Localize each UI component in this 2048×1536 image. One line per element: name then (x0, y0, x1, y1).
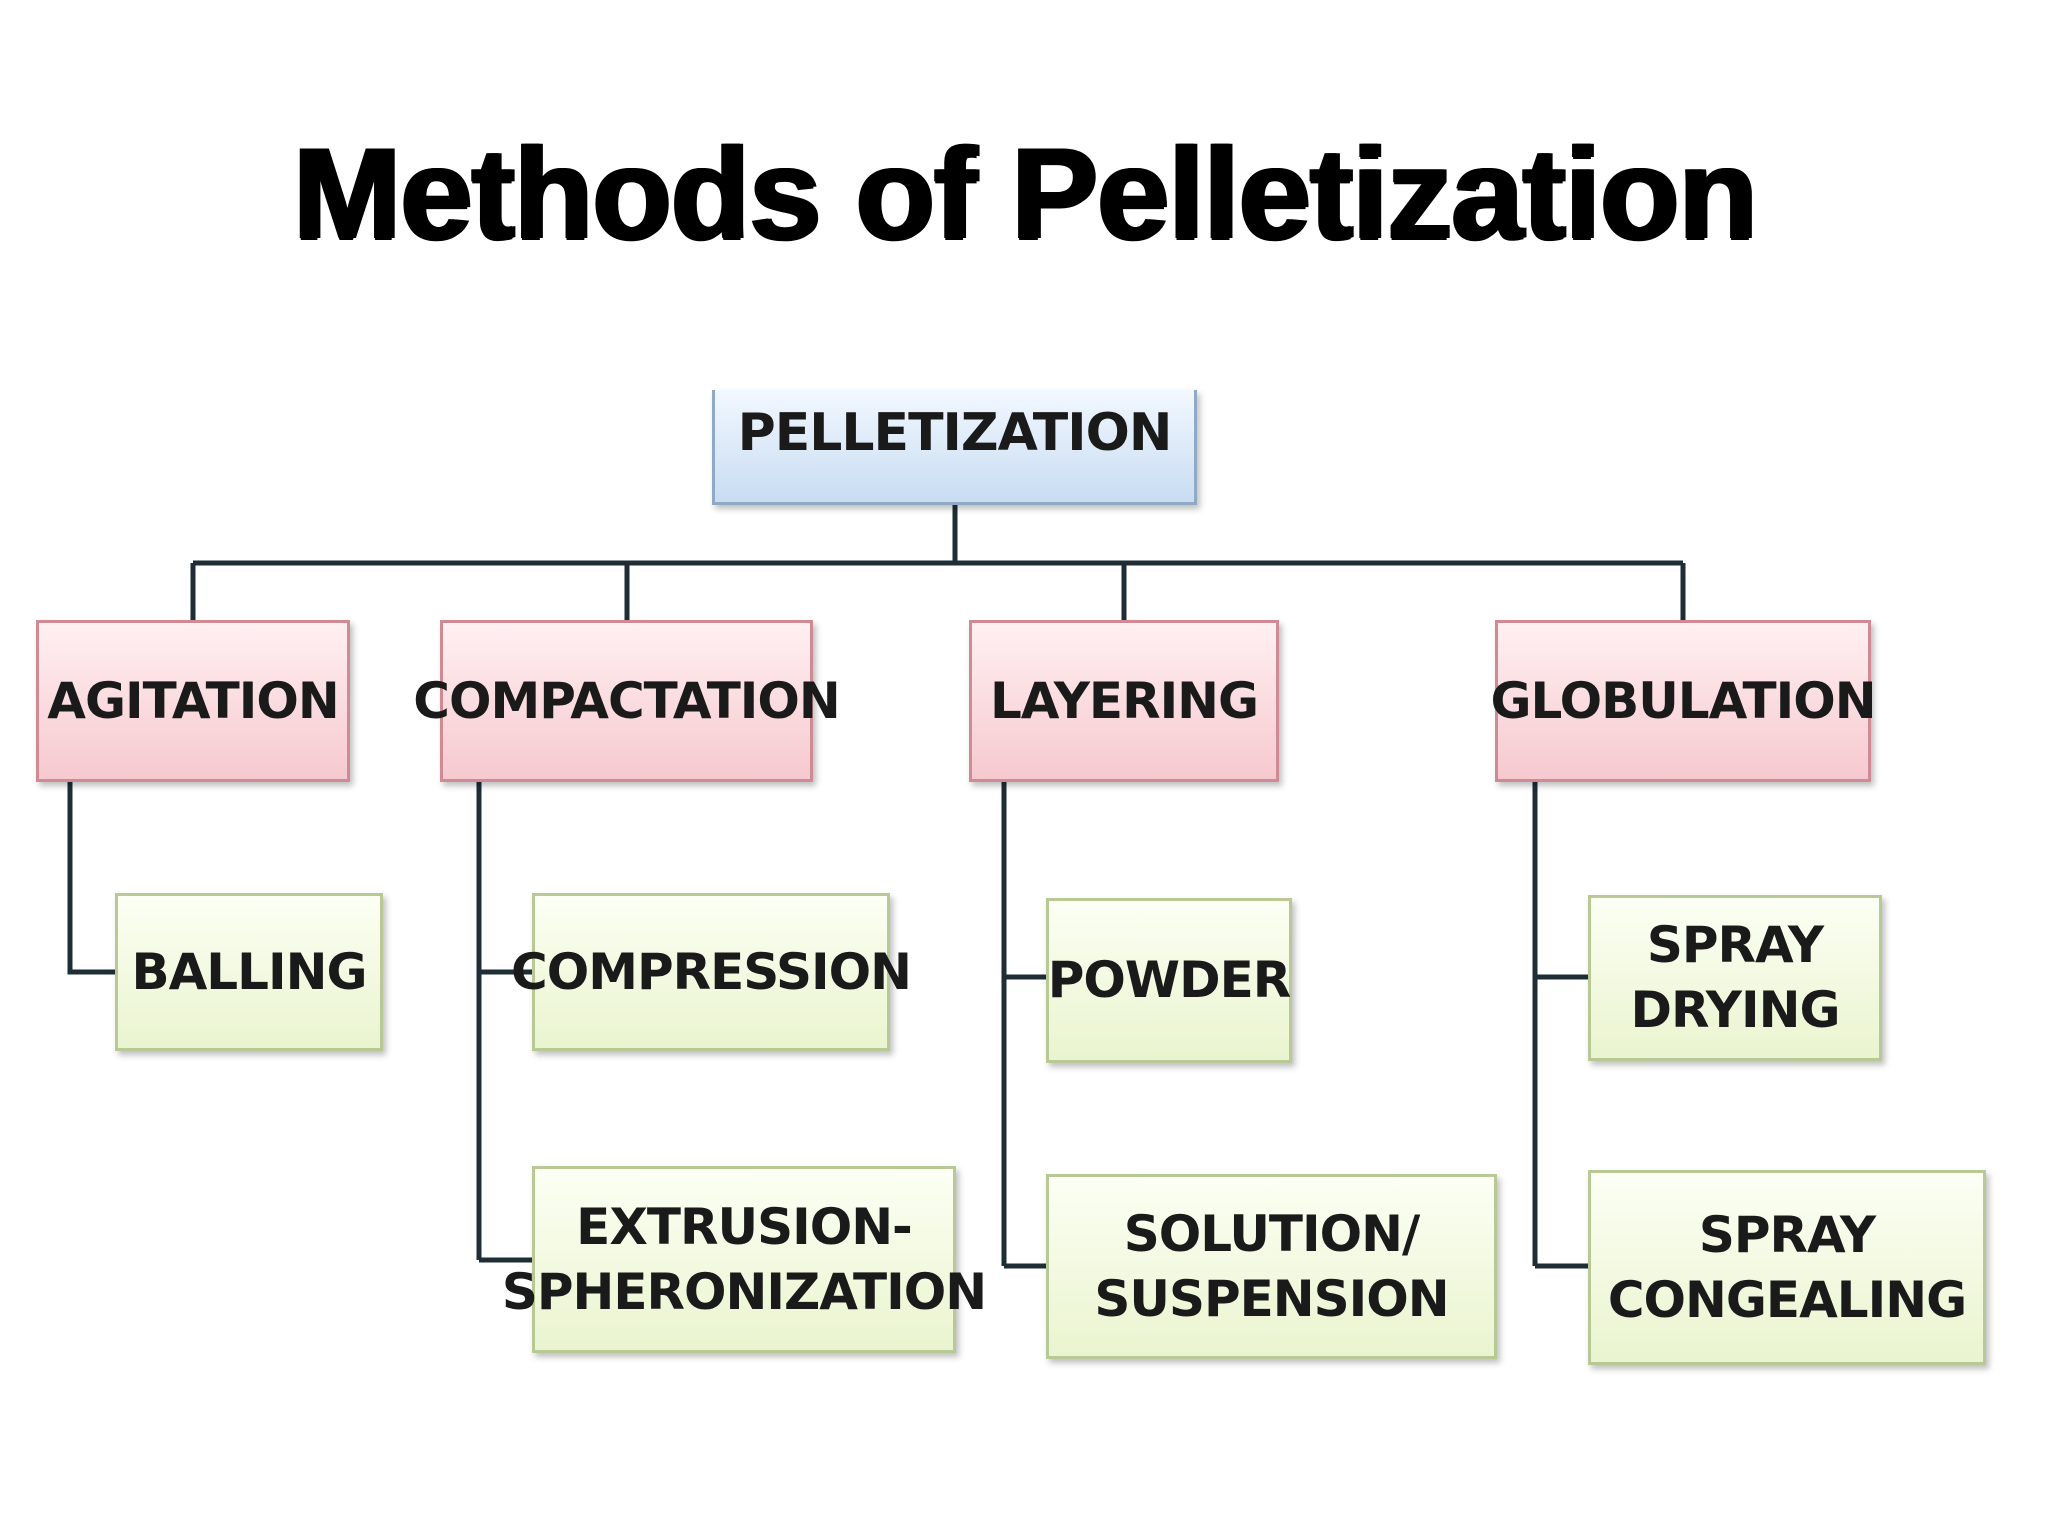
leaf-node-powder: POWDER (1046, 898, 1292, 1063)
category-node-layering: LAYERING (969, 620, 1279, 782)
page-title: Methods of Pelletization (292, 120, 1757, 266)
leaf-node-spray-drying: SPRAY DRYING (1588, 895, 1882, 1061)
leaf-node-solution-suspension: SOLUTION/ SUSPENSION (1046, 1174, 1497, 1359)
leaf-node-spray-congealing: SPRAY CONGEALING (1588, 1170, 1986, 1365)
leaf-node-compression: COMPRESSION (511, 893, 912, 1051)
root-node-pelletization: PELLETIZATION (712, 390, 1197, 505)
leaf-node-balling: BALLING (115, 893, 383, 1051)
leaf-node-extrusion-spheronization: EXTRUSION- SPHERONIZATION (502, 1166, 987, 1353)
category-node-agitation: AGITATION (36, 620, 350, 782)
category-node-compactation: COMPACTATION (413, 620, 841, 782)
category-node-globulation: GLOBULATION (1490, 620, 1877, 782)
connector-agitation-balling (67, 782, 115, 975)
